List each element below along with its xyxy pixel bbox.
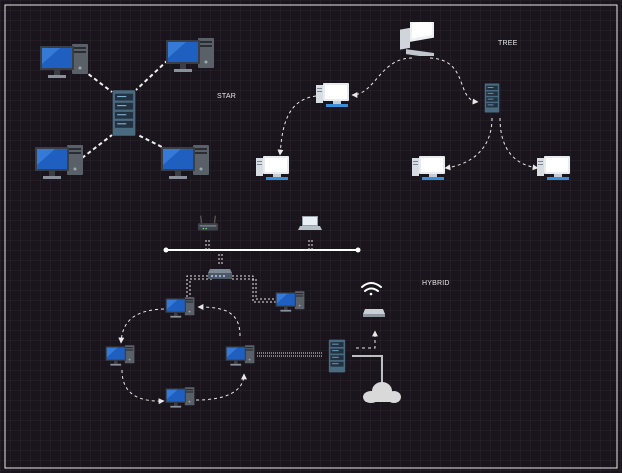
bus-backbone [163,247,361,253]
star-server-icon [112,90,136,136]
tree-link-root-right [429,57,479,105]
ring-link-a [118,308,165,344]
tree-link-right-child-b [499,117,539,171]
ring-desktop-bottom-icon [165,387,195,408]
star-link-bottom-right [137,134,169,151]
tree-leaf-pc-middle-icon [412,156,445,180]
star-label: STAR [217,93,236,100]
hybrid-switch-icon [208,269,232,279]
star-link-top-left [82,69,113,93]
tree-label: TREE [498,40,518,47]
star-desktop-bottom-left-icon [35,145,83,179]
bus-router-icon [197,214,219,232]
tree-topology [277,57,539,171]
tree-leaf-pc-right-icon [537,156,570,180]
star-desktop-bottom-right-icon [161,145,209,179]
server-uplinks [352,330,383,386]
star-desktop-top-right-icon [166,38,214,72]
hybrid-label: HYBRID [422,280,450,287]
hybrid-server-icon [328,339,346,373]
access-point-icon [363,309,385,317]
cloud-icon [363,382,401,403]
tree-leaf-pc-left-icon [256,156,289,180]
tree-node-server-icon [484,83,500,113]
ring-desktop-right-icon [225,345,255,366]
ring-desktop-top-icon [165,297,195,318]
star-topology [81,59,169,159]
bus-laptop-icon [298,216,322,230]
tree-link-root-left [351,57,413,98]
server-link [257,352,323,357]
wifi-icon [361,282,382,296]
diagram-frame [4,4,618,469]
tree-link-right-child-a [444,117,493,171]
ring-link-d [197,304,241,337]
tree-link-left-child [277,95,317,156]
tree-node-pc-icon [316,83,349,107]
ring-topology-links [118,304,247,405]
star-link-top-right [135,59,169,91]
hybrid-desktop-right-icon [275,291,305,312]
ring-link-b [121,369,165,405]
ring-link-c [195,373,247,401]
star-desktop-top-left-icon [40,44,88,78]
tree-root-pc-icon [400,22,434,56]
star-link-bottom-left [81,134,113,159]
ring-desktop-left-icon [105,345,135,366]
